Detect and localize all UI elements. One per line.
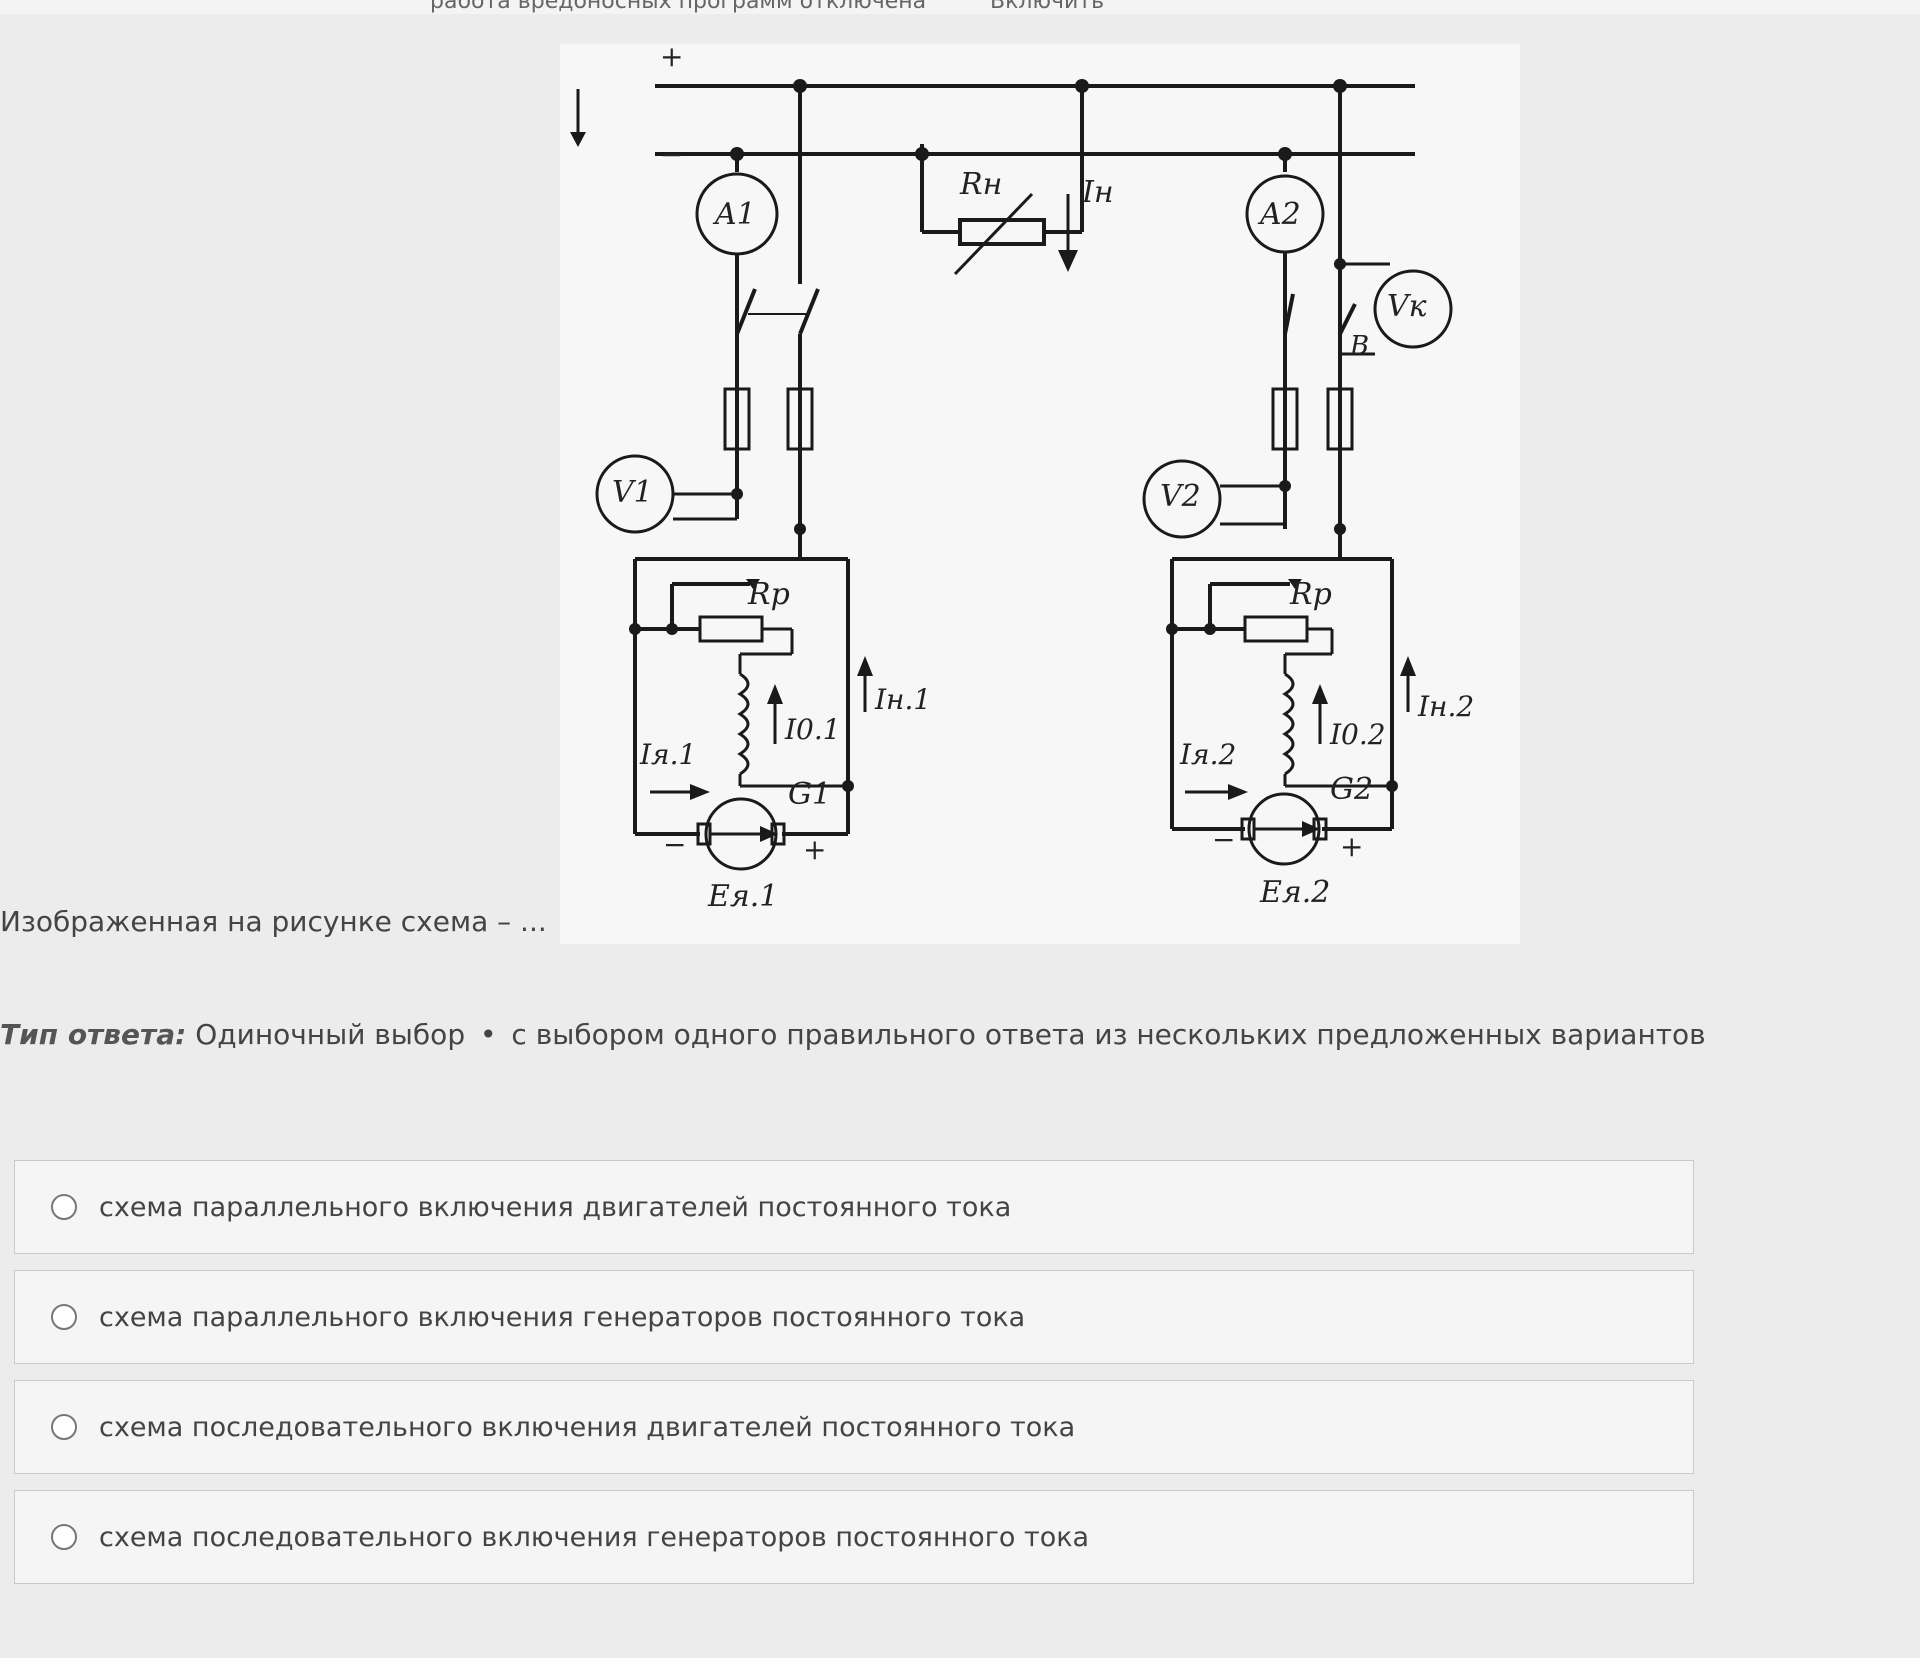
voltmeter1-label: V1 [612, 475, 653, 510]
question-text: Изображенная на рисунке схема – ... [0, 905, 547, 938]
answer-option-1[interactable]: схема параллельного включения двигателей… [14, 1160, 1694, 1254]
answer-type-label: Тип ответа: [0, 1018, 187, 1051]
radio-button[interactable] [51, 1414, 77, 1440]
armature-current1-label: Iя.1 [639, 738, 696, 771]
circuit-diagram: + − U Rн Iн A1 A2 V1 V2 Vк B Rр Rр I0.1 … [560, 44, 1520, 944]
switch-b-label: B [1349, 331, 1369, 361]
emf2-label: Eя.2 [1259, 875, 1330, 910]
answer-type-description: с выбором одного правильного ответа из н… [511, 1018, 1706, 1051]
option-label: схема параллельного включения генераторо… [99, 1301, 1026, 1333]
load-current-label: Iн [1081, 175, 1114, 210]
field-current2-label: I0.2 [1329, 718, 1386, 751]
ammeter1-label: A1 [712, 197, 756, 232]
answer-type-value: Одиночный выбор [195, 1018, 466, 1051]
load-current1-label: Iн.1 [874, 683, 931, 716]
radio-button[interactable] [51, 1524, 77, 1550]
answer-options: схема параллельного включения двигателей… [14, 1160, 1694, 1600]
answer-option-3[interactable]: схема последовательного включения двигат… [14, 1380, 1694, 1474]
answer-type: Тип ответа: Одиночный выбор • с выбором … [0, 1018, 1706, 1051]
option-label: схема параллельного включения двигателей… [99, 1191, 1012, 1223]
top-notification-bar: работа вредоносных программ отключена Вк… [0, 0, 1920, 14]
bus-minus-label: − [660, 138, 683, 171]
rheostat1-label: Rр [747, 577, 790, 612]
emf1-label: Eя.1 [707, 879, 778, 914]
bullet-separator: • [480, 1018, 497, 1051]
option-label: схема последовательного включения генера… [99, 1521, 1090, 1553]
gen1-plus-terminal: + [803, 833, 826, 866]
generator2-label: G2 [1330, 772, 1373, 807]
bus-plus-label: + [660, 44, 683, 73]
load-current2-label: Iн.2 [1417, 690, 1474, 723]
radio-button[interactable] [51, 1194, 77, 1220]
radio-button[interactable] [51, 1304, 77, 1330]
gen2-plus-terminal: + [1340, 830, 1363, 863]
gen2-minus-terminal: − [1212, 823, 1235, 856]
answer-option-2[interactable]: схема параллельного включения генераторо… [14, 1270, 1694, 1364]
rheostat2-label: Rр [1289, 577, 1332, 612]
voltmeter-k-label: Vк [1387, 289, 1427, 324]
ammeter2-label: A2 [1257, 197, 1301, 232]
answer-option-4[interactable]: схема последовательного включения генера… [14, 1490, 1694, 1584]
enable-button[interactable]: Включить [990, 0, 1105, 14]
voltmeter2-label: V2 [1160, 479, 1201, 514]
gen1-minus-terminal: − [663, 828, 686, 861]
notification-message: работа вредоносных программ отключена [430, 0, 927, 14]
armature-current2-label: Iя.2 [1179, 738, 1236, 771]
circuit-diagram-svg: + − U Rн Iн A1 A2 V1 V2 Vк B Rр Rр I0.1 … [570, 44, 1474, 914]
load-resistor-label: Rн [959, 167, 1002, 202]
field-current1-label: I0.1 [784, 713, 841, 746]
generator1-label: G1 [788, 777, 831, 812]
option-label: схема последовательного включения двигат… [99, 1411, 1076, 1443]
